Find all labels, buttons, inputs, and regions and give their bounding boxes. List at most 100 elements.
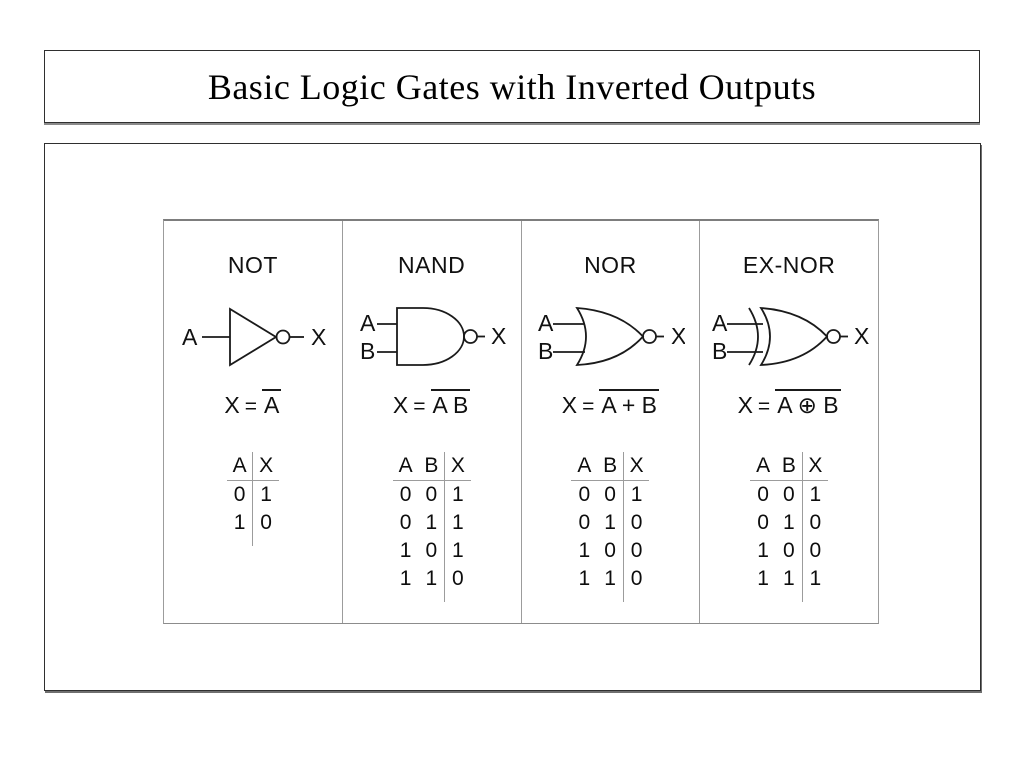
tt-cell: 1 (399, 567, 412, 590)
tt-cell: 0 (578, 483, 591, 506)
tt-header-cell: X (801, 452, 829, 481)
tt-cell: 1 (801, 565, 829, 593)
tt-cell: 0 (622, 537, 650, 565)
tt-cell: 0 (604, 483, 616, 506)
tt-header-cell: A (750, 452, 777, 481)
truth-table-rule-extension (750, 593, 829, 602)
truth-table-row: 0 0 1 (750, 480, 829, 509)
gate-input-label-a: A (712, 310, 728, 336)
slide-title: Basic Logic Gates with Inverted Outputs (207, 66, 817, 107)
panel-nor: NOR A B X X=A + B A B X 0 0 (520, 221, 700, 623)
equation-lhs: X (224, 392, 240, 418)
slide-title-box: Basic Logic Gates with Inverted Outputs (44, 50, 980, 123)
equals-sign: = (757, 395, 771, 418)
equation-lhs: X (392, 392, 409, 418)
gate-input-label-a: A (360, 310, 376, 336)
tt-cell: 1 (783, 511, 795, 534)
panel-title-nor: NOR (584, 252, 637, 278)
truth-table-row: 0 1 0 (750, 509, 829, 537)
tt-header-cell: A (226, 452, 253, 481)
tt-cell: 0 (783, 539, 795, 562)
tt-cell: 0 (425, 539, 438, 562)
truth-table-row: 1 1 0 (571, 565, 650, 593)
equals-sign: = (244, 395, 257, 418)
inversion-bubble (642, 329, 658, 344)
tt-header-cell: X (444, 452, 471, 481)
tt-cell: 1 (801, 480, 829, 509)
tt-cell: 1 (604, 567, 616, 590)
not-gate-icon: A X (182, 307, 326, 367)
gate-input-label-a: A (182, 324, 198, 350)
truth-table-rule-extension (227, 537, 279, 546)
tt-header-cell: B (776, 452, 803, 481)
truth-table-not: A X 0 1 1 0 (164, 452, 342, 546)
inversion-bubble (275, 329, 291, 345)
equals-sign: = (413, 395, 426, 418)
tt-header-cell: A (392, 452, 419, 481)
tt-cell: 1 (444, 480, 471, 509)
tt-cell: 1 (425, 567, 438, 590)
equation-not: X=A (164, 389, 342, 419)
truth-table-row: 1 1 0 (393, 565, 471, 593)
tt-header-cell: B (597, 452, 624, 481)
truth-table-header-row: A X (226, 452, 279, 481)
truth-table-header-row: A B X (750, 452, 829, 481)
truth-table-row: 1 1 1 (750, 565, 829, 593)
tt-cell: 1 (622, 480, 650, 509)
panel-title-not: NOT (227, 252, 278, 278)
tt-cell: 0 (233, 483, 246, 506)
or-body (575, 306, 645, 366)
exnor-gate-icon: A B X (712, 306, 869, 366)
truth-table-row: 1 0 1 (393, 537, 471, 565)
tt-cell: 1 (578, 539, 591, 562)
truth-table-header-row: A B X (392, 452, 471, 481)
tt-cell: 0 (444, 565, 471, 593)
tt-cell: 1 (757, 567, 769, 590)
tt-cell: 1 (425, 511, 438, 534)
or-body (759, 306, 829, 366)
tt-cell: 0 (801, 509, 829, 537)
tt-cell: 1 (757, 539, 769, 562)
truth-table-row: 1 0 (227, 509, 279, 537)
tt-cell: 1 (399, 539, 412, 562)
tt-cell: 0 (252, 509, 279, 537)
inversion-bubble (826, 329, 842, 344)
gate-output-label-x: X (671, 323, 685, 349)
truth-table-nor: A B X 0 0 1 0 1 0 1 0 0 (522, 452, 700, 602)
tt-cell: 0 (399, 483, 412, 506)
tt-cell: 0 (604, 539, 616, 562)
gate-output-label-x: X (491, 323, 506, 349)
equals-sign: = (582, 395, 595, 418)
tt-header-cell: X (252, 452, 279, 481)
truth-table-row: 0 0 1 (393, 480, 471, 509)
equation-overline-term: A B (430, 389, 471, 419)
truth-table-exnor: A B X 0 0 1 0 1 0 1 0 0 (700, 452, 878, 602)
xor-extra-arc (748, 307, 760, 366)
equation-nor: X=A + B (522, 389, 700, 419)
panel-title-nand: NAND (398, 252, 466, 278)
gate-input-label-b: B (360, 338, 375, 364)
inverter-triangle (228, 307, 278, 367)
logic-gates-comparison-table: NOT A X X=A A X 0 1 1 (163, 219, 879, 624)
tt-cell: 1 (444, 509, 471, 537)
truth-table-row: 0 0 1 (571, 480, 650, 509)
panel-nand: NAND A B X X=A B A B X 0 0 (341, 221, 521, 623)
panel-exnor: EX-NOR A B X X=A ⊕ B A B X 0 (699, 221, 878, 623)
tt-cell: 1 (233, 511, 246, 534)
tt-header-cell: X (622, 452, 650, 481)
equation-exnor: X=A ⊕ B (700, 389, 878, 419)
tt-cell: 0 (622, 509, 650, 537)
truth-table-row: 0 1 0 (571, 509, 650, 537)
tt-cell: 0 (801, 537, 829, 565)
equation-overline-term: A ⊕ B (775, 389, 841, 419)
truth-table-rule-extension (571, 593, 650, 602)
tt-header-cell: A (571, 452, 598, 481)
tt-cell: 0 (783, 483, 795, 506)
tt-cell: 1 (444, 537, 471, 565)
truth-table-row: 1 0 0 (750, 537, 829, 565)
and-body (395, 307, 465, 366)
truth-table-header-row: A B X (571, 452, 650, 481)
tt-cell: 0 (757, 483, 769, 506)
nor-gate-icon: A B X (538, 306, 685, 366)
tt-cell: 1 (783, 567, 795, 590)
